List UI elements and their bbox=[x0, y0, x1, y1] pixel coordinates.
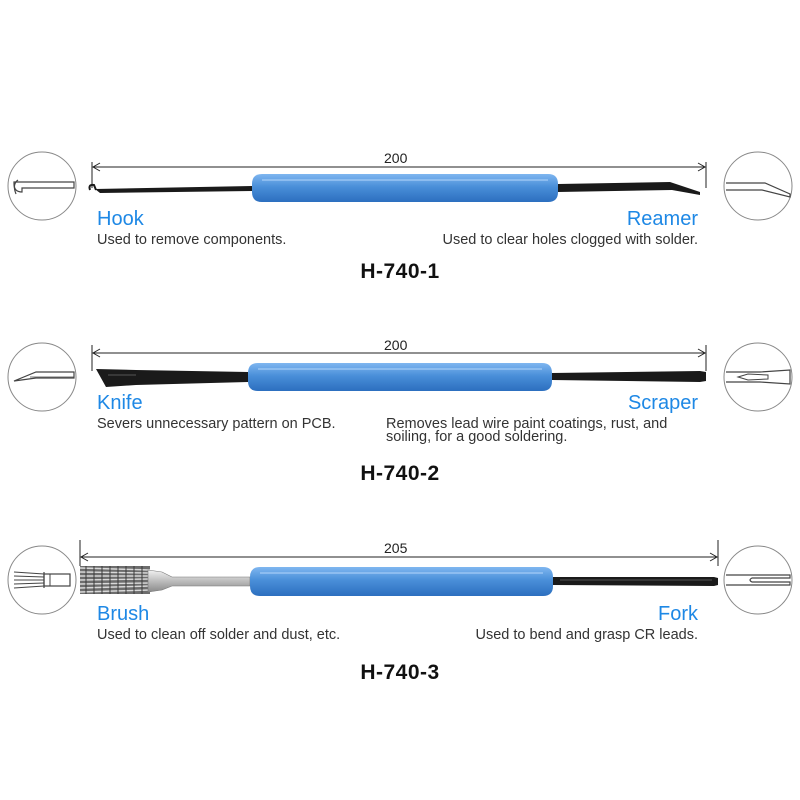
left-tip-description: Severs unnecessary pattern on PCB. bbox=[97, 416, 336, 432]
tool-h-740-3-drawing bbox=[7, 540, 793, 615]
tool-h-740-1: 200 Hook Used to remove components. Ream… bbox=[0, 140, 800, 340]
fork-tip-icon bbox=[723, 545, 793, 615]
right-tip-name: Reamer bbox=[626, 208, 698, 230]
right-tip-name: Scraper bbox=[627, 392, 698, 414]
right-tip-description-line1: Removes lead wire paint coatings, rust, … bbox=[386, 416, 668, 432]
scraper-tip-icon bbox=[723, 342, 793, 412]
left-tip-description: Used to clean off solder and dust, etc. bbox=[97, 627, 341, 643]
left-tip-name: Knife bbox=[97, 392, 143, 414]
left-tip-name: Brush bbox=[97, 603, 150, 625]
right-tip-description-line2: soiling, for a good soldering. bbox=[386, 429, 568, 445]
tool-h-740-2: 200 Knife Severs unnecessary pattern on … bbox=[0, 325, 800, 525]
brush-tip-icon bbox=[7, 545, 77, 615]
left-tip-name: Hook bbox=[97, 208, 144, 230]
tool-body bbox=[88, 174, 700, 202]
dimension-label: 200 bbox=[384, 337, 408, 353]
dimension-line bbox=[79, 540, 719, 566]
model-label: H-740-2 bbox=[360, 462, 440, 485]
knife-tip-icon bbox=[7, 342, 77, 412]
dimension-line bbox=[91, 162, 707, 188]
tool-h-740-3: 205 Brush Used to clean off solder and d… bbox=[0, 530, 800, 730]
dimension-label: 200 bbox=[384, 150, 408, 166]
right-tip-description: Used to clear holes clogged with solder. bbox=[442, 232, 698, 248]
dimension-line bbox=[91, 345, 707, 371]
right-tip-name: Fork bbox=[658, 603, 698, 625]
right-tip-description: Used to bend and grasp CR leads. bbox=[475, 627, 698, 643]
tool-h-740-1-drawing bbox=[7, 151, 793, 221]
hook-tip-icon bbox=[7, 151, 77, 221]
left-tip-description: Used to remove components. bbox=[97, 232, 287, 248]
model-label: H-740-1 bbox=[360, 260, 440, 283]
dimension-label: 205 bbox=[384, 540, 408, 556]
tool-h-740-2-drawing bbox=[7, 342, 793, 412]
reamer-tip-icon bbox=[723, 151, 793, 221]
tool-body bbox=[96, 363, 706, 391]
tool-body bbox=[79, 566, 718, 596]
model-label: H-740-3 bbox=[360, 661, 440, 684]
